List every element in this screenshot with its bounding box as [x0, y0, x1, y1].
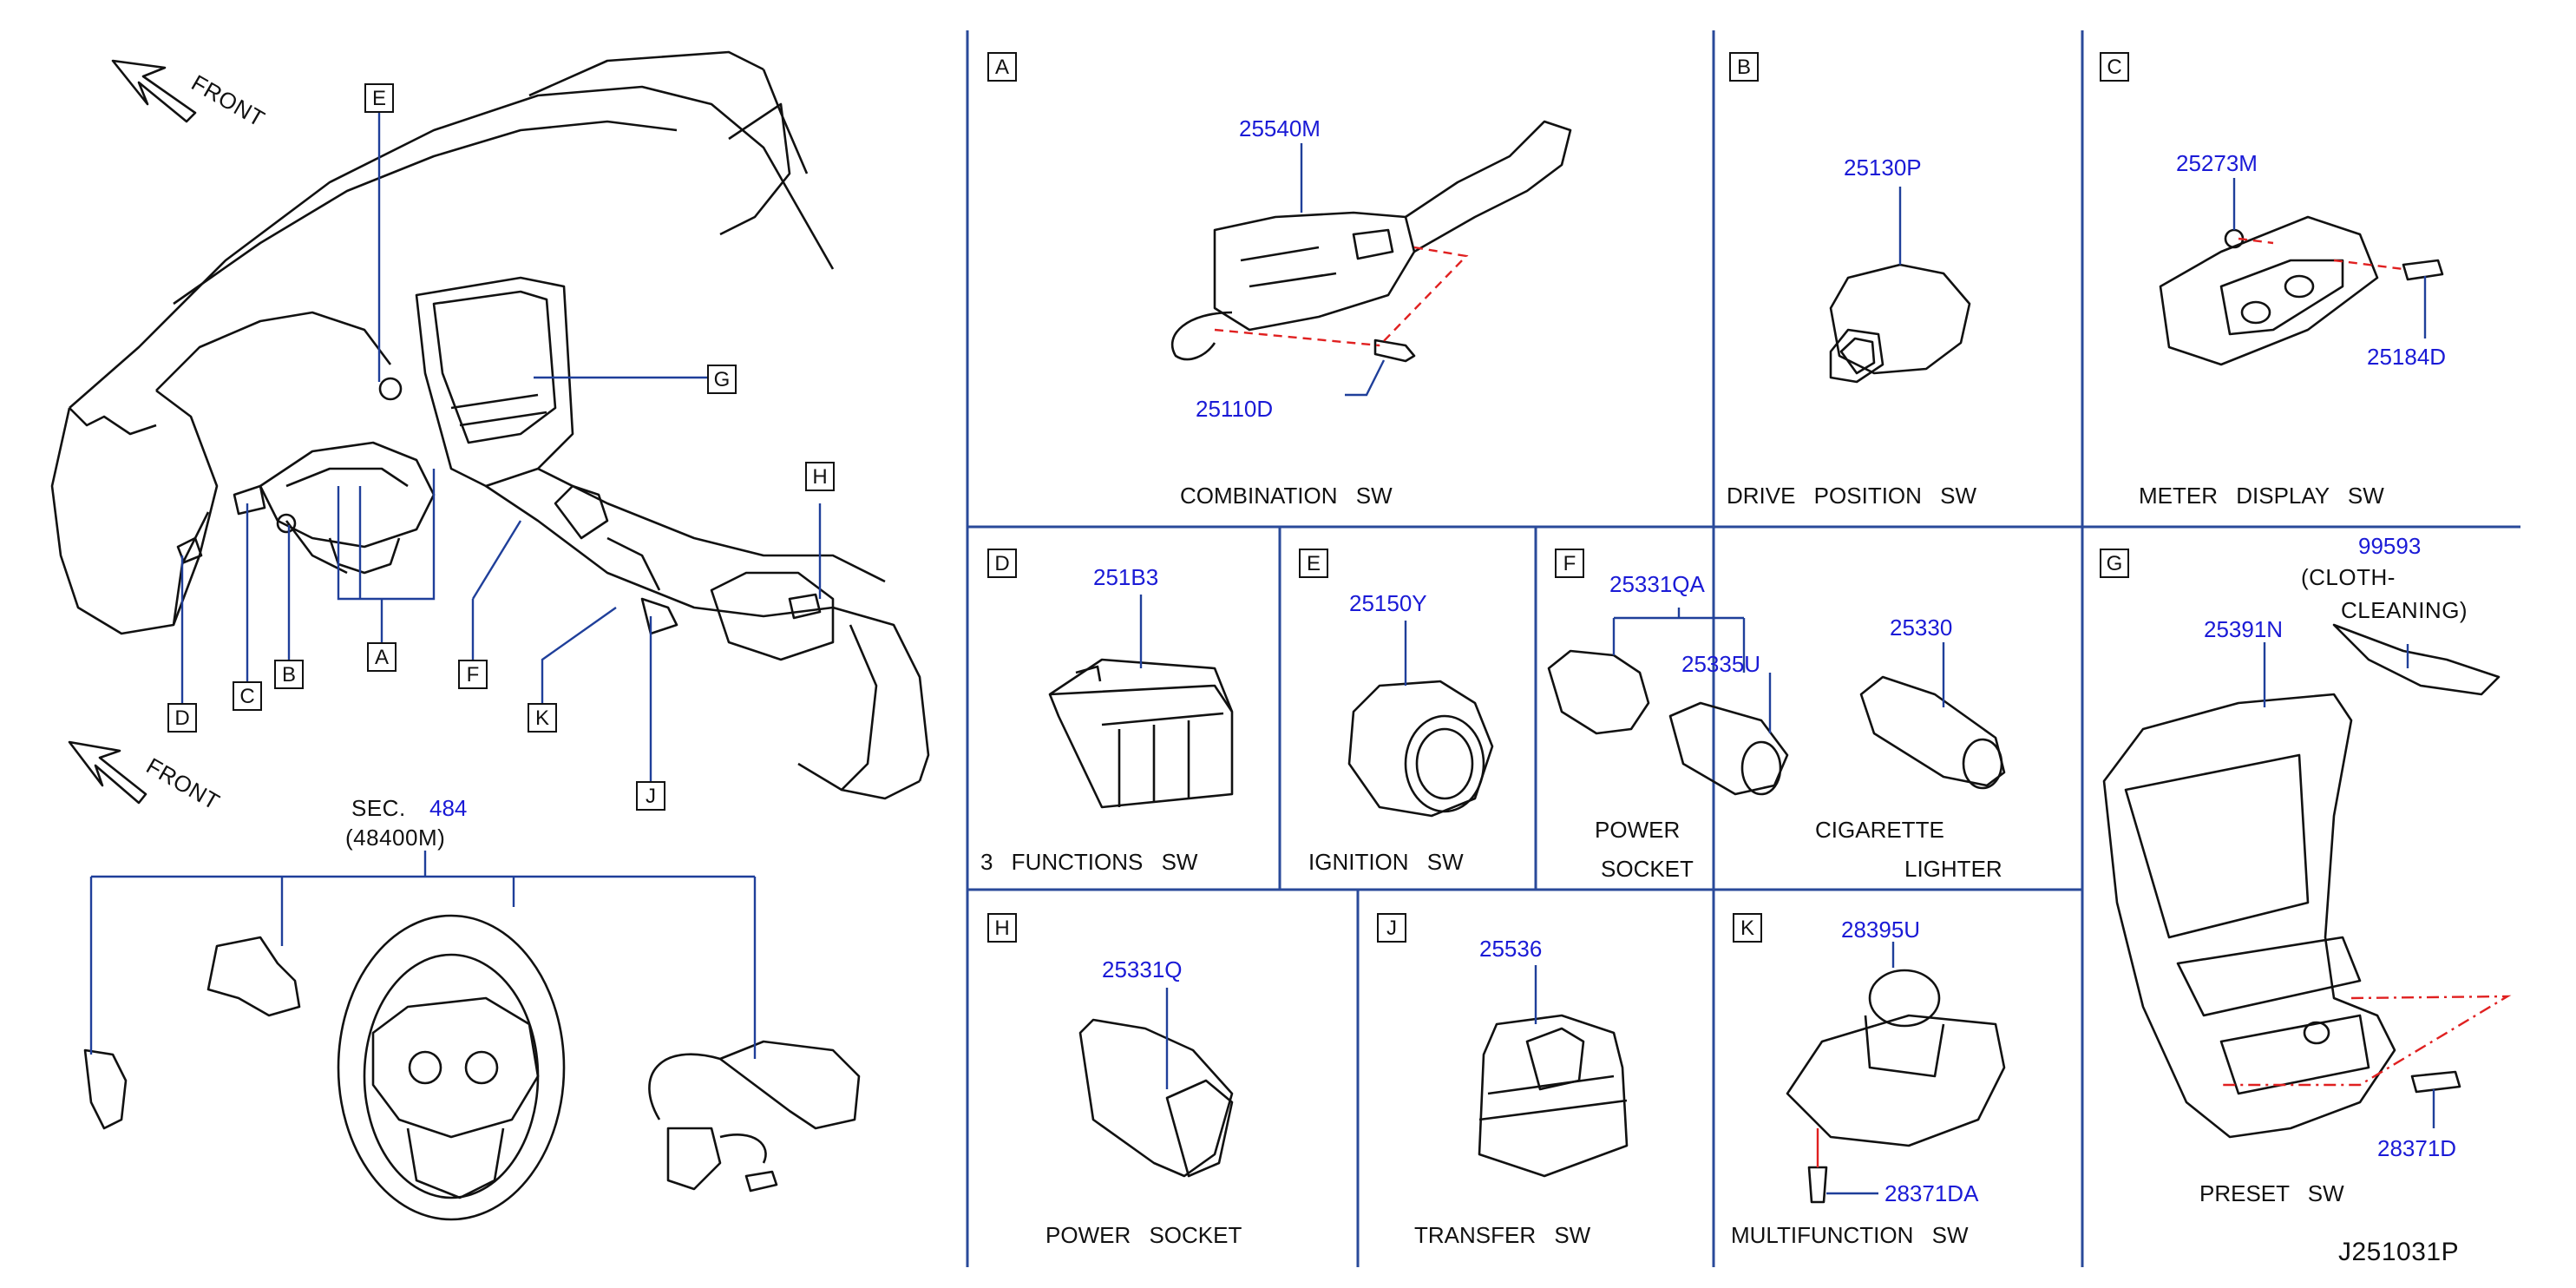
panel-g-dashed [2221, 995, 2512, 1087]
panel-j-letter: J [1377, 913, 1406, 943]
callout-box-c: C [233, 681, 262, 711]
panel-c-caption: METER DISPLAY SW [2139, 483, 2384, 509]
panel-a-letter: A [987, 52, 1017, 82]
panel-h-caption: POWER SOCKET [1045, 1222, 1242, 1248]
panel-a-leaders [1300, 143, 1386, 397]
part-25391n[interactable]: 25391N [2204, 616, 2284, 642]
overview-leaders [180, 113, 822, 781]
part-25273m[interactable]: 25273M [2176, 150, 2258, 176]
panel-c-dashed [2238, 237, 2404, 271]
callout-box-a: A [367, 642, 397, 672]
part-25335u[interactable]: 25335U [1681, 651, 1761, 677]
part-28371da[interactable]: 28371DA [1884, 1180, 1979, 1206]
panel-k-letter: K [1733, 913, 1762, 943]
part-25331qa[interactable]: 25331QA [1609, 571, 1705, 597]
panel-grid [966, 30, 2520, 1267]
panel-g-caption: PRESET SW [2199, 1180, 2344, 1206]
part-251b3[interactable]: 251B3 [1093, 564, 1159, 590]
panel-g-note-1: (CLOTH- [2301, 564, 2396, 590]
panel-j-drawing [1478, 1014, 1629, 1178]
part-25540m[interactable]: 25540M [1239, 115, 1321, 141]
section-number[interactable]: 484 [429, 795, 468, 821]
panel-e-letter: E [1299, 549, 1328, 578]
panel-b-drawing [1829, 263, 1971, 384]
part-28371d[interactable]: 28371D [2377, 1135, 2457, 1161]
section-prefix: SEC. [351, 795, 406, 821]
panel-a-drawing [1170, 120, 1572, 363]
panel-g-letter: G [2100, 549, 2129, 578]
panel-j-caption: TRANSFER SW [1414, 1222, 1591, 1248]
wheel-leaders [89, 851, 757, 1059]
part-99593[interactable]: 99593 [2358, 533, 2422, 559]
panel-f-letter: F [1555, 549, 1584, 578]
panel-d-caption: 3 FUNCTIONS SW [980, 849, 1198, 875]
panel-c-drawing [2159, 215, 2444, 366]
panel-f-drawing [1547, 649, 2006, 796]
panel-k-drawing [1786, 969, 2006, 1204]
panel-e-caption: IGNITION SW [1308, 849, 1464, 875]
steering-wheel-overview [83, 914, 861, 1221]
part-25130p[interactable]: 25130P [1844, 154, 1922, 181]
front-arrow-icon [68, 740, 147, 805]
panel-d-drawing [1048, 658, 1234, 809]
callout-box-g: G [707, 365, 737, 394]
part-25110d[interactable]: 25110D [1196, 396, 1274, 422]
panel-c-letter: C [2100, 52, 2129, 82]
panel-g-note-2: CLEANING) [2341, 597, 2468, 623]
part-25331q[interactable]: 25331Q [1102, 956, 1183, 982]
part-25330[interactable]: 25330 [1890, 614, 1953, 641]
callout-box-b: B [274, 660, 304, 689]
part-25184d[interactable]: 25184D [2367, 344, 2447, 370]
part-25150y[interactable]: 25150Y [1349, 590, 1427, 616]
panel-b-caption: DRIVE POSITION SW [1727, 483, 1977, 509]
panel-f-caption-power-1: POWER [1595, 817, 1681, 843]
callout-box-h: H [805, 462, 835, 491]
front-arrow-icon [111, 59, 197, 123]
callout-box-e: E [364, 83, 394, 113]
panel-f-leaders [1612, 608, 1945, 733]
dashboard-overview [50, 50, 930, 805]
panel-f-caption-cig-1: CIGARETTE [1815, 817, 1944, 843]
panel-k-caption: MULTIFUNCTION SW [1731, 1222, 1969, 1248]
panel-h-drawing [1078, 1018, 1234, 1178]
panel-f-caption-cig-2: LIGHTER [1904, 856, 2002, 882]
callout-box-j: J [636, 781, 665, 811]
diagram-id: J251031P [2338, 1238, 2460, 1266]
part-25536[interactable]: 25536 [1479, 936, 1543, 962]
callout-box-d: D [167, 703, 197, 733]
panel-g-drawing [2102, 623, 2501, 1139]
panel-a-caption: COMBINATION SW [1180, 483, 1393, 509]
panel-f-caption-power-2: SOCKET [1601, 856, 1694, 882]
part-28395u[interactable]: 28395U [1841, 917, 1921, 943]
panel-c-leaders [2232, 178, 2427, 338]
panel-d-letter: D [987, 549, 1017, 578]
panel-k-leaders [1826, 942, 1895, 1195]
callout-box-f: F [458, 660, 488, 689]
panel-g-leaders [2263, 642, 2435, 1128]
panel-h-letter: H [987, 913, 1017, 943]
section-part: (48400M) [345, 825, 446, 851]
callout-box-k: K [528, 703, 557, 733]
panel-b-letter: B [1729, 52, 1759, 82]
panel-a-dashed [1214, 246, 1469, 347]
panel-e-drawing [1347, 680, 1494, 818]
